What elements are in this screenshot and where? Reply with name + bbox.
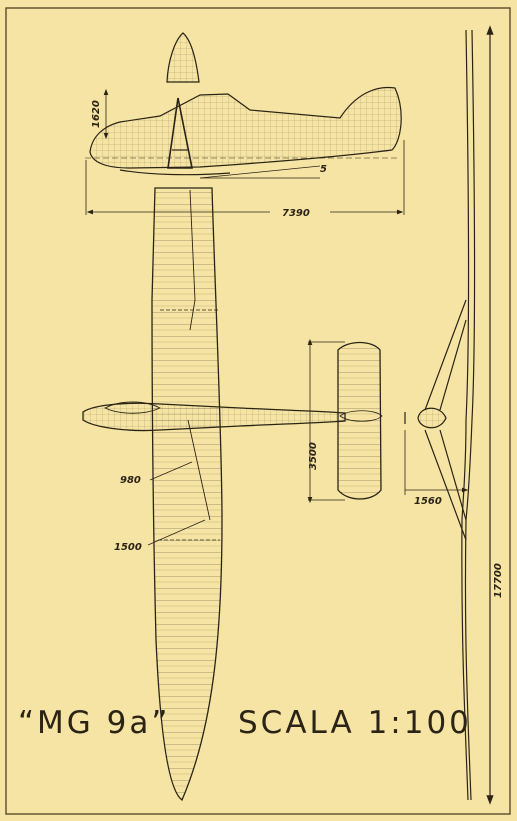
top-view-wing [151, 187, 223, 802]
dim-fuselage-length: 7390 [282, 208, 310, 219]
aircraft-name: “MG 9a” [18, 705, 170, 741]
side-view-rudder-detail [166, 32, 200, 83]
side-view-strut [167, 97, 193, 169]
dim-wing-outer: 1500 [114, 542, 142, 553]
front-view [404, 25, 494, 805]
scale-label: SCALA 1:100 [238, 705, 472, 741]
dim-tail-height-front: 1560 [414, 496, 442, 507]
drawing-frame [5, 7, 511, 815]
dim-height-side-view: 1620 [91, 100, 102, 128]
front-view-struts [424, 299, 467, 541]
dim-wing-inner: 980 [120, 475, 141, 486]
dim-tailplane-span: 3500 [308, 442, 319, 470]
top-view [82, 187, 383, 802]
side-view-skid [119, 169, 231, 176]
front-view-fuselage [417, 407, 447, 429]
top-view-tailplane [337, 341, 382, 500]
top-view-fuselage [82, 402, 346, 432]
top-view-dimensions [147, 338, 469, 546]
dim-incidence: 5 [320, 164, 327, 175]
side-view [85, 32, 402, 176]
front-view-wing [461, 29, 470, 801]
dim-wingspan: 17700 [493, 563, 504, 598]
side-view-fuselage [89, 86, 402, 169]
